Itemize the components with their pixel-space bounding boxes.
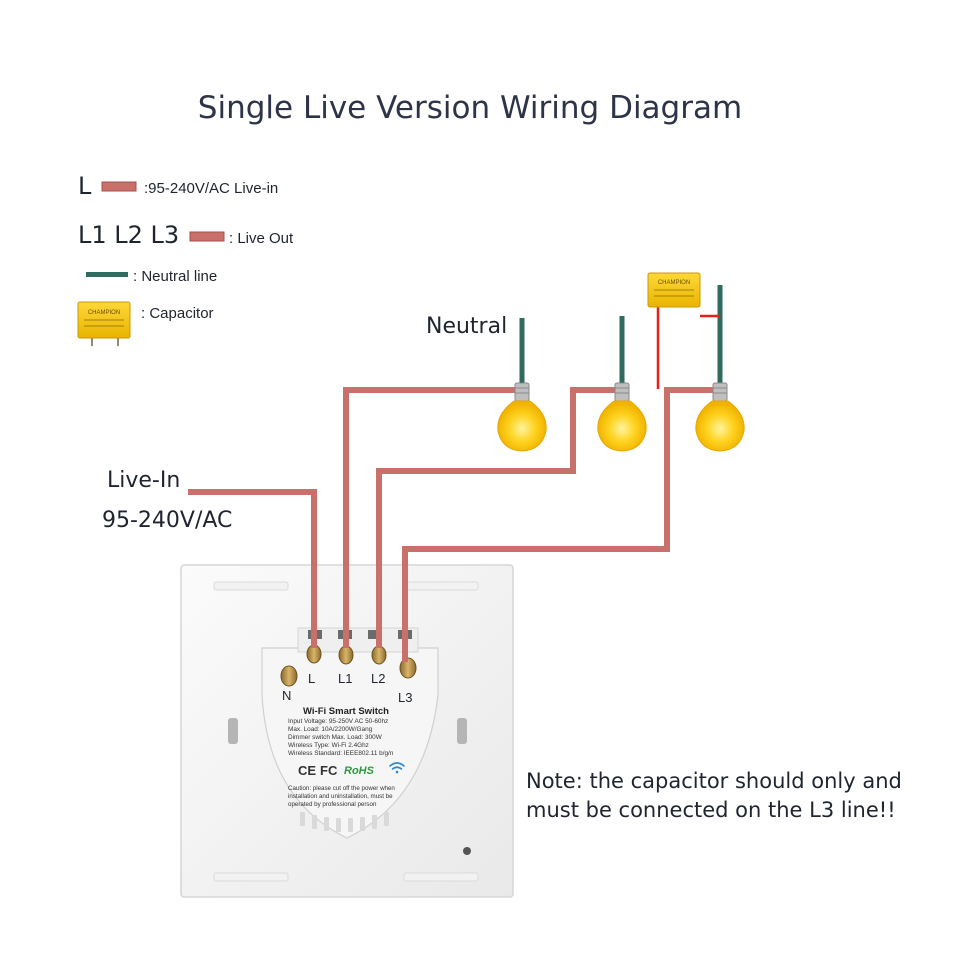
terminal-label-l2: L2 — [371, 671, 385, 686]
capacitor-note: Note: the capacitor should only and must… — [526, 769, 902, 822]
screw-hole — [463, 847, 471, 855]
legend-capacitor-icon: CHAMPION — [77, 301, 131, 346]
legend-live-in-symbol: L — [78, 172, 92, 200]
legend-live-out-symbol: L1 L2 L3 — [78, 221, 179, 249]
rohs-mark: RoHS — [344, 765, 375, 777]
module-specs: Input Voltage: 95-250V AC 50-60hz Max. L… — [288, 718, 394, 757]
legend-live-out-swatch — [189, 231, 225, 242]
note-line-1: Note: the capacitor should only and — [526, 769, 902, 793]
terminal-l1 — [338, 645, 354, 665]
mounting-hole-left — [228, 718, 238, 744]
capacitor-component: CHAMPION — [647, 272, 701, 308]
caution-line: operated by professional person — [288, 801, 377, 808]
module-caution: Caution: please cut off the power when i… — [288, 785, 395, 808]
legend-capacitor-brand: CHAMPION — [88, 310, 120, 316]
terminal-label-l: L — [308, 671, 315, 686]
live-wires — [188, 387, 715, 662]
module-spec: Input Voltage: 95-250V AC 50-60hz — [288, 718, 388, 725]
legend: L :95-240V/AC Live-in L1 L2 L3 : Live Ou… — [77, 172, 294, 346]
legend-live-out-text: : Live Out — [229, 230, 294, 247]
bulb-2 — [597, 382, 647, 452]
bulb-1 — [497, 382, 547, 452]
legend-neutral-swatch — [86, 272, 128, 277]
page-title: Single Live Version Wiring Diagram — [198, 90, 742, 126]
legend-live-in-swatch — [101, 181, 137, 192]
ce-mark: CE — [298, 763, 316, 778]
caution-line: Caution: please cut off the power when — [288, 785, 395, 792]
module-spec: Wireless Standard: IEEE802.11 b/g/n — [288, 750, 394, 757]
note-line-2: must be connected on the L3 line!! — [526, 798, 896, 822]
fc-mark: FC — [320, 763, 338, 778]
terminal-label-n: N — [282, 688, 291, 703]
module-spec: Dimmer switch Max. Load: 300W — [288, 734, 383, 741]
module-spec: Wireless Type: Wi-Fi 2.4Ghz — [288, 742, 369, 749]
capacitor-brand: CHAMPION — [658, 280, 690, 286]
module-name: Wi-Fi Smart Switch — [303, 706, 389, 717]
legend-neutral-text: : Neutral line — [133, 268, 217, 285]
l1-wire — [343, 387, 517, 648]
module-spec: Max. Load: 10A/2200W/Gang — [288, 726, 373, 733]
terminal-label-l3: L3 — [398, 690, 412, 705]
wifi-icon — [389, 762, 405, 774]
live-in-label: Live-In — [107, 468, 180, 493]
mounting-hole-right — [457, 718, 467, 744]
neutral-wires — [519, 285, 723, 388]
legend-live-in-text: :95-240V/AC Live-in — [144, 180, 278, 197]
l2-wire — [376, 387, 616, 648]
capacitor-leads — [656, 305, 720, 389]
terminal-l2 — [371, 645, 387, 665]
caution-line: installation and uninstallation, must be — [288, 793, 393, 800]
certification-marks: CE FC RoHS — [298, 762, 405, 778]
l3-wire — [402, 387, 715, 662]
bulb-3 — [695, 382, 745, 452]
neutral-label: Neutral — [426, 314, 507, 339]
terminal-n — [280, 665, 298, 687]
terminal-label-l1: L1 — [338, 671, 352, 686]
live-in-wire — [188, 489, 317, 648]
voltage-label: 95-240V/AC — [102, 508, 232, 533]
legend-capacitor-text: : Capacitor — [141, 305, 214, 322]
